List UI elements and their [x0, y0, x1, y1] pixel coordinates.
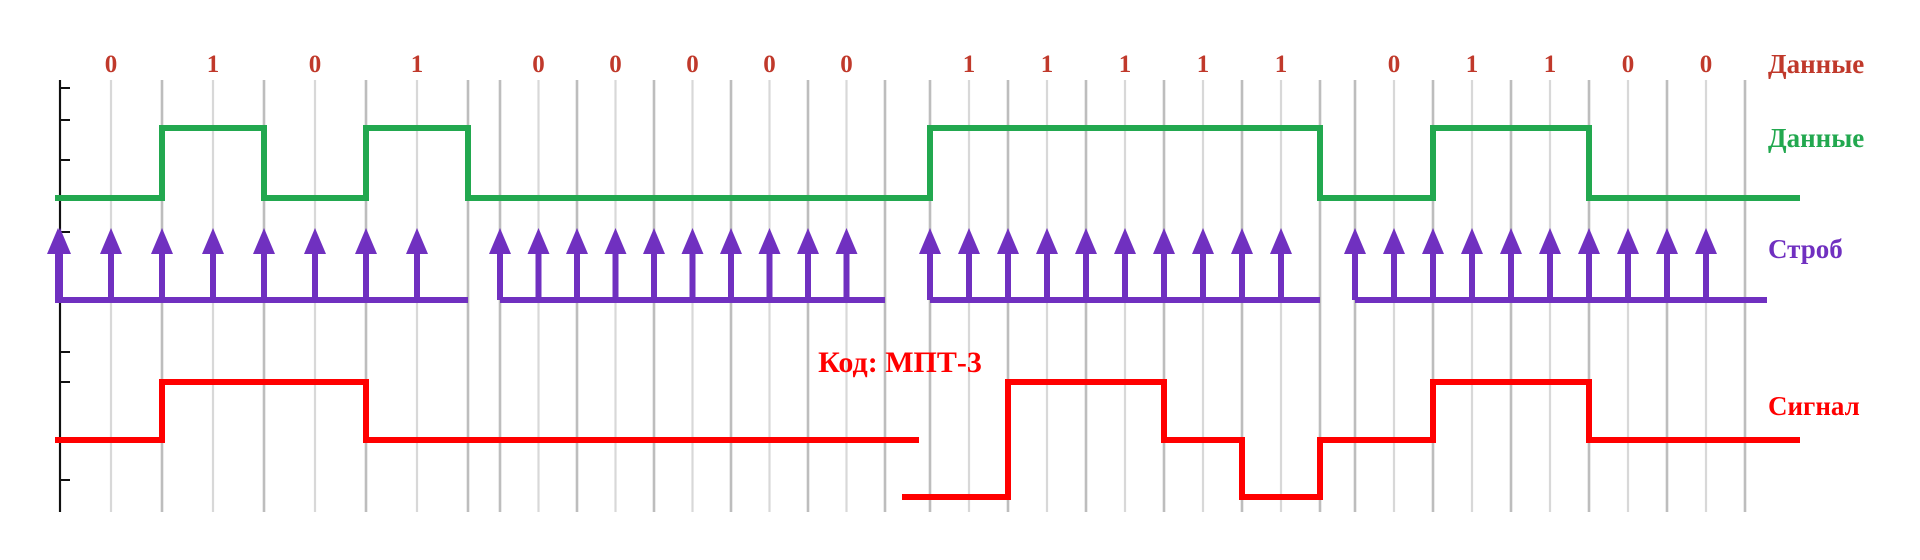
bit-label: 1: [963, 51, 976, 78]
bit-label: 1: [1119, 51, 1132, 78]
strobe-arrow-icon: [1578, 228, 1600, 254]
strobe-arrow-icon: [1500, 228, 1522, 254]
strobe-arrow-icon: [1114, 228, 1136, 254]
bit-label: 1: [1544, 51, 1557, 78]
data-waveform: [55, 125, 502, 201]
strobe-arrow-icon: [604, 228, 627, 254]
bit-label: 1: [1197, 51, 1210, 78]
strobe-arrow-icon: [1231, 228, 1253, 254]
bit-label: 0: [1388, 51, 1401, 78]
strobe-arrow-icon: [1192, 228, 1214, 254]
data-waveform-group: [55, 125, 1800, 201]
strobe-arrow-icon: [1383, 228, 1405, 254]
bit-label: 0: [105, 51, 118, 78]
strobe-arrow-icon: [643, 228, 665, 254]
strobe-arrow-icon: [1036, 228, 1058, 254]
bit-label: 1: [1275, 51, 1288, 78]
strobe-arrow-icon: [151, 228, 173, 254]
row-label-3: Строб: [1768, 234, 1843, 264]
bit-label: 0: [309, 51, 322, 78]
bit-label: 1: [1466, 51, 1479, 78]
strobe-arrow-icon: [1617, 228, 1639, 254]
data-waveform: [902, 125, 1354, 201]
bit-label: 0: [763, 51, 776, 78]
strobe-arrow-icon: [1656, 228, 1678, 254]
row-label-4: Сигнал: [1768, 391, 1860, 421]
bit-label: 0: [609, 51, 622, 78]
strobe-arrow-icon: [202, 228, 224, 254]
bit-labels-row: 0 1 0 1 0 0 0 0 0 1 1 1 1 1 0 1 1 0 0: [105, 51, 1713, 78]
data-waveform: [1327, 125, 1800, 201]
row-label-1: Данные: [1768, 49, 1864, 79]
strobe-arrow-icon: [758, 228, 781, 254]
strobe-arrow-icon: [997, 228, 1019, 254]
signal-waveform: [55, 379, 502, 443]
strobe-arrow-icon: [958, 228, 980, 254]
strobe-arrow-icon: [681, 228, 704, 254]
strobe-arrow-icon: [1695, 228, 1717, 254]
strobe-arrow-icon: [1539, 228, 1561, 254]
row-label-2: Данные: [1768, 123, 1864, 153]
bit-label: 1: [1041, 51, 1054, 78]
strobe-arrow-icon: [100, 228, 122, 254]
signal-waveform: [902, 379, 1354, 500]
annotation-group: Код: МПТ-3: [818, 346, 982, 379]
code-annotation: Код: МПТ-3: [818, 346, 982, 379]
strobe-waveform-group: [47, 228, 1767, 303]
bit-label: 0: [1622, 51, 1635, 78]
strobe-arrow-icon: [835, 228, 858, 254]
bit-label: 0: [840, 51, 853, 78]
strobe-arrow-icon: [49, 228, 71, 254]
strobe-arrow-icon: [919, 228, 941, 254]
bit-label: 1: [207, 51, 220, 78]
signal-waveform: [1327, 379, 1800, 443]
strobe-arrow-icon: [720, 228, 742, 254]
strobe-arrow-icon: [304, 228, 326, 254]
strobe-arrow-icon: [253, 228, 275, 254]
bit-label: 1: [411, 51, 424, 78]
strobe-arrow-icon: [566, 228, 588, 254]
bit-label: 0: [532, 51, 545, 78]
strobe-arrow-icon: [1461, 228, 1483, 254]
strobe-arrow-icon: [1422, 228, 1444, 254]
strobe-arrow-icon: [355, 228, 377, 254]
strobe-arrow-icon: [797, 228, 819, 254]
strobe-arrow-icon: [1075, 228, 1097, 254]
strobe-arrow-icon: [1153, 228, 1175, 254]
strobe-arrow-icon: [527, 228, 550, 254]
bit-label: 0: [1700, 51, 1713, 78]
strobe-arrow-icon: [1344, 228, 1366, 254]
signal-waveform-group: [55, 379, 1800, 500]
strobe-arrow-icon: [489, 228, 511, 254]
bit-label: 0: [686, 51, 699, 78]
strobe-arrow-icon: [1270, 228, 1292, 254]
strobe-arrow-icon: [406, 228, 428, 254]
